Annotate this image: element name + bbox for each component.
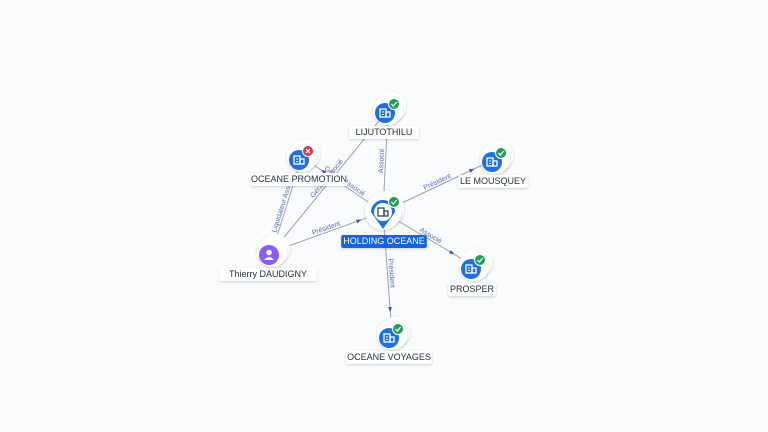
node-label: HOLDING OCEANE xyxy=(343,236,425,246)
node-thierry[interactable]: Thierry DAUDIGNY xyxy=(219,234,317,281)
edge-label: Associé xyxy=(378,148,386,173)
check-icon xyxy=(388,98,400,110)
node-label: PROSPER xyxy=(450,284,495,294)
node-label-bg xyxy=(346,351,432,364)
edge-arrow xyxy=(387,306,392,313)
node-label: LIJUTOTHILU xyxy=(356,127,413,137)
edge-arrow xyxy=(468,168,475,173)
node-label: OCEANE PROMOTION xyxy=(251,174,347,184)
node-label: Thierry DAUDIGNY xyxy=(229,269,307,279)
edge-arrow xyxy=(448,249,455,255)
node-label-bg xyxy=(349,126,419,139)
nodes: HOLDING OCEANE LIJUTOTHILU OCEANE PROMOTIO… xyxy=(219,92,528,364)
person-icon xyxy=(264,249,274,260)
node-label: OCEANE VOYAGES xyxy=(347,352,431,362)
node-holding[interactable]: HOLDING OCEANE xyxy=(341,191,427,248)
building-icon xyxy=(293,155,305,165)
node-label-bg xyxy=(250,173,348,186)
building-icon xyxy=(379,108,391,118)
edge-label: Président xyxy=(423,173,453,192)
edge-label: Président xyxy=(386,258,395,288)
node-oceane-voyages[interactable]: OCEANE VOYAGES xyxy=(346,317,432,364)
edge-line xyxy=(271,211,384,253)
close-icon xyxy=(302,145,314,157)
edge-arrow xyxy=(355,219,362,224)
building-icon xyxy=(486,157,498,167)
building-icon xyxy=(383,333,395,343)
node-prosper[interactable]: PROSPER xyxy=(448,248,496,296)
building-icon xyxy=(377,207,389,217)
node-label-bg xyxy=(458,175,528,188)
node-label-bg xyxy=(448,283,496,296)
node-label-bg xyxy=(219,268,317,281)
node-label: LE MOUSQUEY xyxy=(460,176,526,186)
check-icon xyxy=(495,147,507,159)
check-icon xyxy=(474,254,486,266)
check-icon xyxy=(388,196,400,208)
building-icon xyxy=(465,264,477,274)
node-label-bg xyxy=(341,235,427,248)
check-icon xyxy=(392,323,404,335)
edge-line xyxy=(382,211,393,336)
edge-arrow xyxy=(321,169,327,175)
edge[interactable]: Président xyxy=(382,211,396,336)
node-oceane-promotion[interactable]: OCEANE PROMOTION xyxy=(250,139,348,186)
node-le-mousquey[interactable]: LE MOUSQUEY xyxy=(458,141,528,188)
node-lijutothilu[interactable]: LIJUTOTHILU xyxy=(349,92,419,139)
